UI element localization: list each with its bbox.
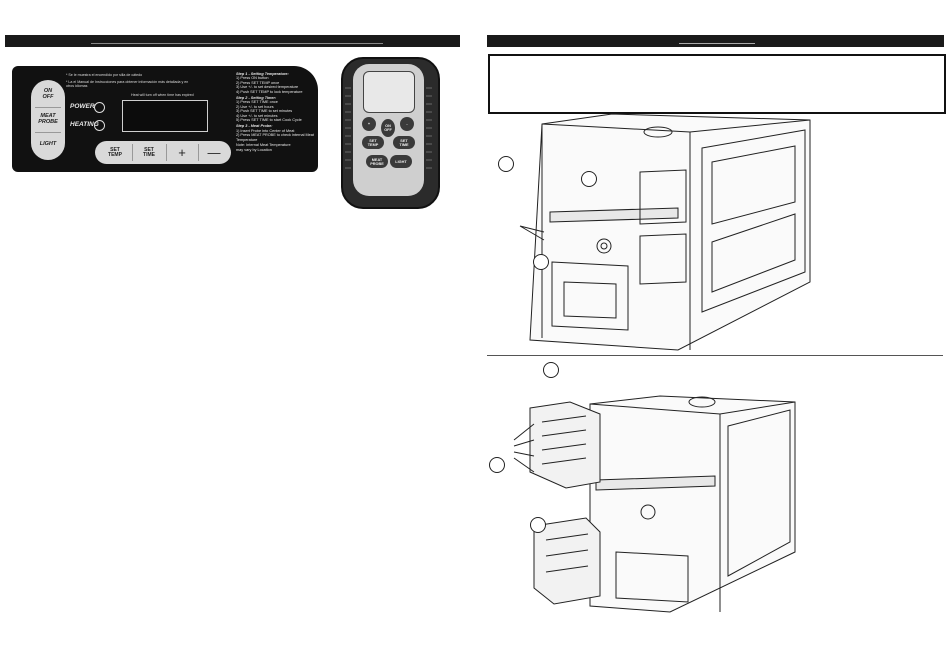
step1-line: 3) Use +/- to set desired temperature xyxy=(236,85,299,90)
button-divider xyxy=(132,144,133,161)
button-divider xyxy=(198,144,199,161)
set-time-button[interactable]: SET TIME xyxy=(143,146,155,158)
pill-divider xyxy=(35,132,61,133)
step2-line: 3) Push SET TIME to set minutes xyxy=(236,109,293,114)
callout-circle xyxy=(498,156,514,172)
left-button-column: ON OFF MEAT PROBE LIGHT xyxy=(31,80,65,160)
remote-set-time-button[interactable]: SET TIME xyxy=(393,136,415,149)
remote-plus-button[interactable]: + xyxy=(362,117,376,131)
bottom-button-row: SET TEMP SET TIME + — xyxy=(95,141,231,164)
instruction-steps: Step 1 - Setting Temperature: 1) Press O… xyxy=(236,72,320,152)
right-header-rule xyxy=(679,43,755,44)
callout-circle xyxy=(530,517,546,533)
step2-line: 2) Use +/- to set hours xyxy=(236,104,274,109)
step2-title: Step 2 - Setting Timer: xyxy=(236,96,277,101)
remote-on-off-button[interactable]: ON OFF xyxy=(381,119,395,137)
step2-line: 4) Use +/- to set minutes xyxy=(236,113,278,118)
steps-note: may vary by Location xyxy=(236,147,272,152)
step1-line: 4) Push SET TEMP to lock temperature xyxy=(236,89,303,94)
assembly-diagram-bottom xyxy=(513,395,796,613)
light-button[interactable]: LIGHT xyxy=(39,141,57,147)
power-indicator-light xyxy=(94,102,105,113)
step1-title: Step 1 - Setting Temperature: xyxy=(236,72,289,76)
steps-note: Note: Internal Meat Temperature xyxy=(236,143,291,148)
step3-line: 1) Insert Probe into Center of Meat xyxy=(236,128,295,133)
step3-line: 2) Press MEAT PROBE to check internal Me… xyxy=(236,133,314,142)
minus-button[interactable]: — xyxy=(207,145,221,160)
button-divider xyxy=(166,144,167,161)
heating-indicator-light xyxy=(94,120,105,131)
left-header-bar xyxy=(5,35,460,47)
remote-set-temp-button[interactable]: SET TEMP xyxy=(362,136,384,149)
callout-circle xyxy=(489,457,505,473)
remote-meat-probe-button[interactable]: MEAT PROBE xyxy=(366,155,388,168)
plus-button[interactable]: + xyxy=(178,145,186,160)
remote-screen xyxy=(363,71,415,113)
set-temp-button[interactable]: SET TEMP xyxy=(108,146,122,158)
panel-note-2: * La el Manual de Instrucciones para obt… xyxy=(66,80,189,89)
remote-light-button[interactable]: LIGHT xyxy=(390,155,412,168)
step2-line: 1) Press SET TIME once xyxy=(236,100,278,105)
callout-circle xyxy=(543,362,559,378)
step2-line: 5) Press SET TIME to start Cook Cycle xyxy=(236,118,302,123)
remote-grip-ribs xyxy=(345,87,432,169)
pill-divider xyxy=(35,107,61,108)
step1-line: 2) Press SET TEMP once xyxy=(236,80,280,85)
meat-probe-button[interactable]: MEAT PROBE xyxy=(38,113,58,125)
on-off-button[interactable]: ON OFF xyxy=(42,88,54,100)
panel-note-1: * Se le muestra el encendido por silla d… xyxy=(66,73,143,77)
step1-line: 1) Press ON button xyxy=(236,76,269,81)
section-divider xyxy=(487,355,943,356)
display-caption: Heat will turn off when time has expired xyxy=(131,93,194,97)
step3-title: Step 3 - Meat Probe: xyxy=(236,124,273,129)
timer-display xyxy=(122,100,208,132)
left-header-rule xyxy=(91,43,383,44)
notice-box xyxy=(488,54,946,114)
right-header-bar xyxy=(487,35,944,47)
power-indicator-label: POWER xyxy=(70,103,95,110)
callout-circle xyxy=(533,254,549,270)
heating-indicator-label: HEATING xyxy=(70,121,99,128)
assembly-diagram-top xyxy=(519,113,811,351)
callout-circle xyxy=(581,171,597,187)
remote-minus-button[interactable]: - xyxy=(400,117,414,131)
